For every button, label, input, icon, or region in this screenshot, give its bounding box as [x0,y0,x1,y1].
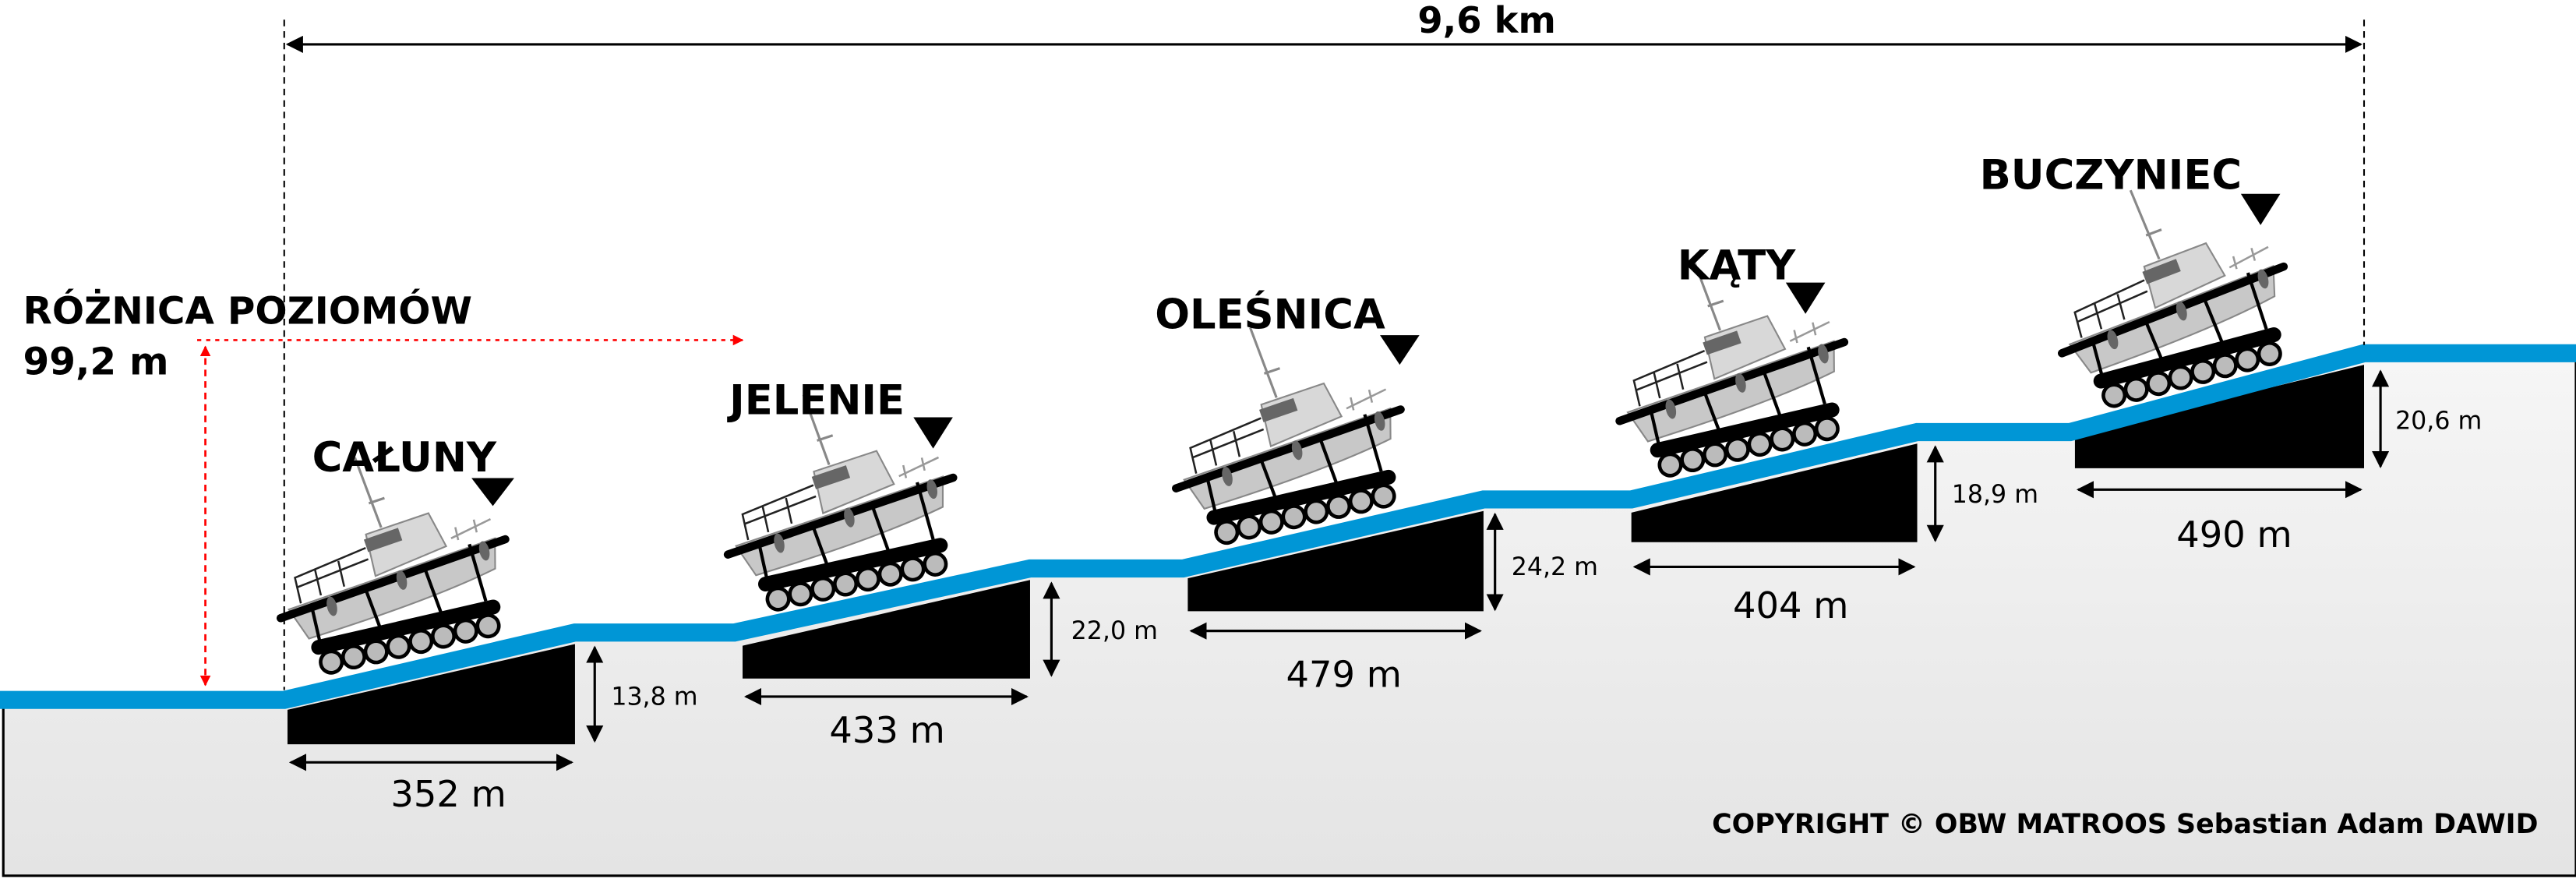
length-label: 352 m [390,773,506,815]
station-name: KĄTY [1678,242,1796,289]
total-distance-label: 9,6 km [1417,0,1555,41]
height-label: 13,8 m [611,683,697,711]
level-difference-value: 99,2 m [23,341,169,384]
ramp-block-3 [1187,510,1484,612]
length-label: 404 m [1733,584,1848,627]
station-caluny: CAŁUNY 13,8 m 352 m [288,434,698,815]
water-channel [0,344,2576,709]
length-label: 479 m [1286,653,1401,695]
ramp-block-5 [2074,365,2365,468]
height-label: 18,9 m [1952,481,2038,509]
station-name: OLEŚNICA [1155,290,1385,339]
height-label: 20,6 m [2395,407,2482,435]
station-name: CAŁUNY [312,434,497,482]
water-level-triangle-icon [1380,335,1420,365]
ramp-block-1 [287,644,575,745]
station-buczyniec: BUCZYNIEC 20,6 m 490 m [1980,151,2482,556]
station-olesnica: OLEŚNICA 24,2 m 479 m [1155,290,1598,696]
water-level-triangle-icon [471,478,514,507]
length-label: 433 m [829,709,944,751]
ramp-blocks [287,365,2365,745]
copyright-notice: COPYRIGHT © OBW MATROOS Sebastian Adam D… [1712,809,2538,840]
level-difference-label: RÓŻNICA POZIOMÓW [23,288,472,333]
length-label: 490 m [2176,514,2292,556]
station-name: JELENIE [727,376,905,424]
ramp-block-2 [743,580,1030,679]
station-jelenie: JELENIE 22,0 m 433 m [727,376,1158,751]
station-name: BUCZYNIEC [1980,151,2242,199]
ramp-block-4 [1631,443,1918,542]
water-level-triangle-icon [913,417,953,449]
station-katy: KĄTY 18,9 m 404 m [1632,242,2038,627]
water-level-triangle-icon [1785,282,1826,314]
height-label: 22,0 m [1071,617,1158,645]
height-label: 24,2 m [1512,553,1598,581]
water-level-triangle-icon [2240,193,2281,225]
